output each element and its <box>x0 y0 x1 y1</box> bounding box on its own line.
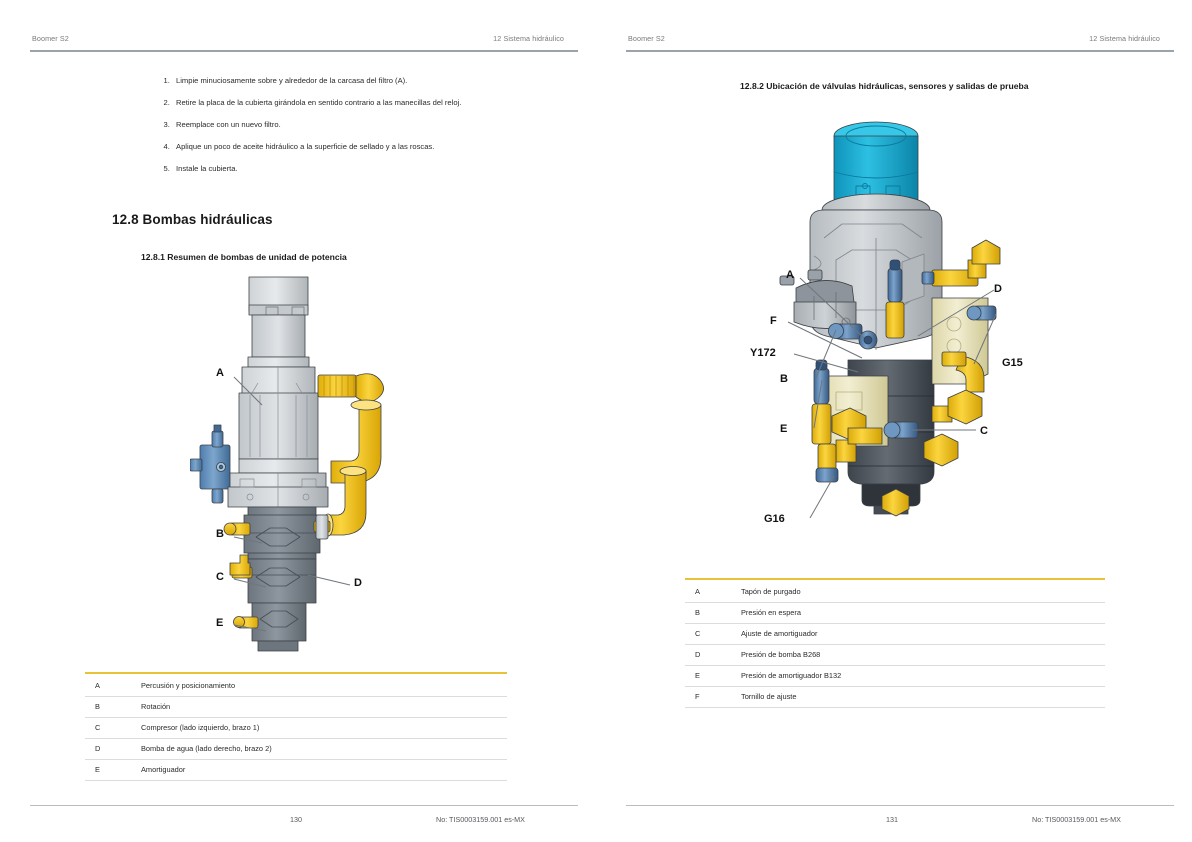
table-cell-key: E <box>85 759 131 781</box>
table-cell-key: D <box>85 738 131 760</box>
table-cell-value: Ajuste de amortiguador <box>731 623 1105 645</box>
callout-label-y172: Y172 <box>750 347 776 359</box>
table-cell-key: C <box>85 717 131 739</box>
procedure-steps-list: Limpie minuciosamente sobre y alrededor … <box>150 75 522 185</box>
running-footer-left: 130 No: TIS0003159.001 es-MX <box>32 815 564 827</box>
running-footer-right: 131 No: TIS0003159.001 es-MX <box>628 815 1160 827</box>
running-header-right: Boomer S2 12 Sistema hidráulico <box>628 34 1160 46</box>
header-chapter-left: 12 Sistema hidráulico <box>493 34 564 43</box>
header-title-right: Boomer S2 <box>628 34 665 43</box>
table-cell-value: Rotación <box>131 696 507 718</box>
callout-label-g16: G16 <box>764 513 785 525</box>
callout-label-a: A <box>216 367 224 379</box>
document-number-right: No: TIS0003159.001 es-MX <box>1032 815 1121 824</box>
table-cell-value: Compresor (lado izquierdo, brazo 1) <box>131 717 507 739</box>
callout-label-c: C <box>980 425 988 437</box>
page-right: Boomer S2 12 Sistema hidráulico 12.8.2 U… <box>596 0 1192 842</box>
callout-label-a: A <box>786 269 794 281</box>
header-title-left: Boomer S2 <box>32 34 69 43</box>
footer-rule-left <box>30 805 578 806</box>
header-chapter-right: 12 Sistema hidráulico <box>1089 34 1160 43</box>
callout-label-d: D <box>354 577 362 589</box>
table-cell-key: B <box>685 602 731 624</box>
subsection-heading-12-8-2: 12.8.2 Ubicación de válvulas hidráulicas… <box>740 81 1029 91</box>
table-cell-key: B <box>85 696 131 718</box>
page-left: Boomer S2 12 Sistema hidráulico Limpie m… <box>0 0 596 842</box>
procedure-step: Instale la cubierta. <box>172 163 522 174</box>
table-cell-key: A <box>85 675 131 697</box>
table-cell-value: Amortiguador <box>131 759 507 781</box>
table-top-rule-left <box>85 672 507 674</box>
section-heading-12-8: 12.8 Bombas hidráulicas <box>112 212 273 227</box>
page-number-right: 131 <box>886 815 898 824</box>
table-cell-value: Presión de amortiguador B132 <box>731 665 1105 687</box>
callout-label-d: D <box>994 283 1002 295</box>
procedure-step: Retire la placa de la cubierta girándola… <box>172 97 522 108</box>
procedure-step: Reemplace con un nuevo filtro. <box>172 119 522 130</box>
subsection-heading-12-8-1: 12.8.1 Resumen de bombas de unidad de po… <box>141 252 347 262</box>
header-rule-right <box>626 50 1174 52</box>
hydraulic-valve-block-figure: A F Y172 B D G15 E C G16 <box>736 110 1066 570</box>
callout-label-b: B <box>216 528 224 540</box>
callout-label-c: C <box>216 571 224 583</box>
table-cell-value: Percusión y posicionamiento <box>131 675 507 697</box>
footer-rule-right <box>626 805 1174 806</box>
table-cell-value: Presión en espera <box>731 602 1105 624</box>
header-rule-left <box>30 50 578 52</box>
document-number-left: No: TIS0003159.001 es-MX <box>436 815 525 824</box>
table-cell-value: Bomba de agua (lado derecho, brazo 2) <box>131 738 507 760</box>
procedure-step: Aplique un poco de aceite hidráulico a l… <box>172 141 522 152</box>
table-cell-key: A <box>685 581 731 603</box>
table-cell-key: D <box>685 644 731 666</box>
table-cell-value: Tornillo de ajuste <box>731 686 1105 708</box>
table-cell-key: C <box>685 623 731 645</box>
table-cell-key: E <box>685 665 731 687</box>
table-cell-value: Tapón de purgado <box>731 581 1105 603</box>
page-number-left: 130 <box>290 815 302 824</box>
callout-label-g15: G15 <box>1002 357 1023 369</box>
table-top-rule-right <box>685 578 1105 580</box>
running-header-left: Boomer S2 12 Sistema hidráulico <box>32 34 564 46</box>
callout-label-b: B <box>780 373 788 385</box>
callout-label-e: E <box>780 423 787 435</box>
table-cell-key: F <box>685 686 731 708</box>
power-pack-pumps-figure: A B C D E <box>190 275 400 670</box>
table-cell-value: Presión de bomba B268 <box>731 644 1105 666</box>
callout-label-e: E <box>216 617 223 629</box>
callout-label-f: F <box>770 315 777 327</box>
procedure-step: Limpie minuciosamente sobre y alrededor … <box>172 75 522 86</box>
